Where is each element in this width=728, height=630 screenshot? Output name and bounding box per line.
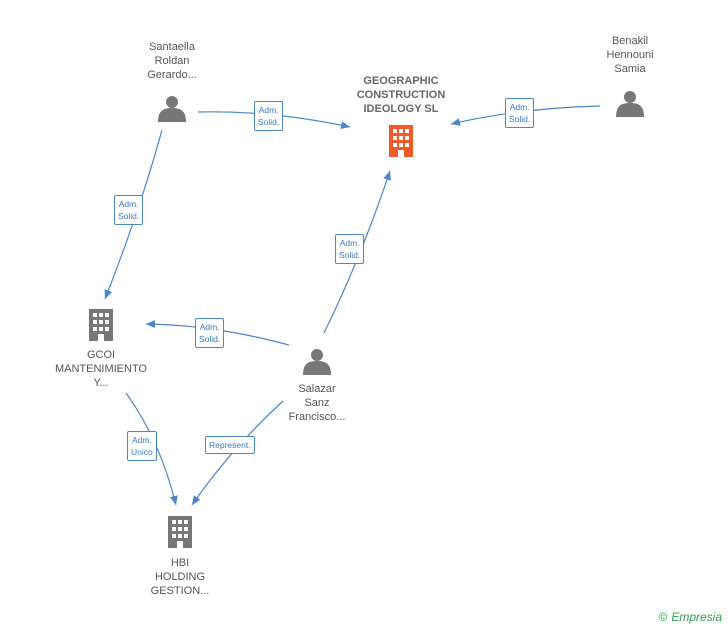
edge-label-salazar-hbi: Represent. (205, 436, 255, 454)
company-geographic-label[interactable]: GEOGRAPHIC CONSTRUCTION IDEOLOGY SL (356, 75, 446, 115)
building-icon[interactable] (389, 125, 413, 157)
company-gcoi-label[interactable]: GCOI MANTENIMIENTO Y... (54, 349, 148, 389)
person-icon[interactable] (616, 91, 644, 117)
copyright-icon: © (658, 610, 668, 624)
edge-label-santaella-geographic: Adm. Solid. (254, 101, 284, 131)
edge-label-salazar-geographic: Adm. Solid. (335, 234, 365, 264)
person-salazar-label[interactable]: Salazar Sanz Francisco... (288, 383, 346, 423)
building-icon[interactable] (168, 516, 192, 548)
brand-name: Empresia (671, 610, 722, 624)
edge-label-gcoi-hbi: Adm. Unico (127, 431, 157, 461)
building-icon[interactable] (89, 309, 113, 341)
edge-label-santaella-gcoi: Adm. Solid. (114, 195, 144, 225)
person-icon[interactable] (158, 96, 186, 122)
brand-logo: ©Empresia (658, 610, 722, 624)
person-icon[interactable] (303, 349, 331, 375)
person-benakil-label[interactable]: Benakil Hennouni Samia (606, 35, 654, 75)
edge-label-benakil-geographic: Adm. Solid. (505, 98, 535, 128)
person-santaella-label[interactable]: Santaella Roldan Gerardo... (147, 41, 197, 81)
edge-label-salazar-gcoi: Adm. Solid. (195, 318, 225, 348)
company-hbi-label[interactable]: HBI HOLDING GESTION... (150, 557, 210, 597)
